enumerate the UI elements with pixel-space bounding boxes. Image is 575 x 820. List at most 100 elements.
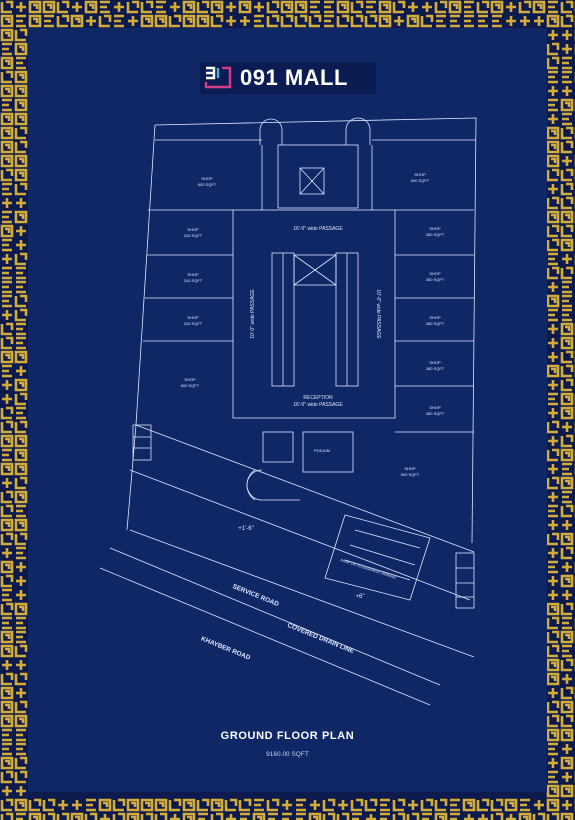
border-pattern-glyph (56, 14, 70, 28)
border-pattern-glyph (14, 476, 28, 490)
border-pattern-glyph (42, 798, 56, 812)
border-pattern-glyph (14, 392, 28, 406)
border-pattern-glyph (14, 700, 28, 714)
border-pattern-glyph (350, 0, 364, 14)
border-pattern-glyph (546, 196, 560, 210)
border-pattern-glyph (2, 310, 12, 320)
border-pattern-glyph (562, 744, 572, 754)
border-pattern-glyph (506, 16, 516, 26)
border-pattern-glyph (226, 16, 236, 26)
border-pattern-glyph (16, 226, 26, 236)
border-pattern-glyph (114, 2, 124, 12)
border-pattern-glyph (478, 814, 488, 820)
border-pattern-glyph (548, 492, 558, 502)
shop-label: SHOP (429, 360, 441, 365)
border-pattern-glyph (0, 112, 14, 126)
border-pattern-glyph (560, 0, 574, 14)
border-pattern-glyph (16, 660, 26, 670)
border-pattern-glyph (16, 812, 26, 820)
border-pattern-glyph (408, 800, 418, 810)
border-pattern-glyph (436, 14, 446, 28)
border-pattern-glyph (560, 658, 574, 672)
border-pattern-glyph (0, 0, 14, 14)
border-pattern-glyph (546, 658, 560, 672)
border-pattern-glyph (2, 660, 12, 670)
border-pattern-glyph (2, 42, 12, 56)
border-pattern-glyph (546, 56, 560, 70)
border-pattern-glyph (2, 210, 12, 224)
shop-label: SHOP (429, 315, 441, 320)
border-pattern-glyph (548, 352, 558, 362)
border-pattern-glyph (2, 182, 12, 196)
border-pattern-glyph (16, 562, 26, 572)
border-pattern-glyph (0, 770, 14, 784)
border-pattern-glyph (210, 812, 224, 820)
border-pattern-glyph (532, 812, 546, 820)
shop-label: SHOP (404, 466, 416, 471)
shop-label: SHOP (201, 176, 213, 181)
border-pattern-glyph (0, 630, 14, 644)
border-pattern-glyph (0, 686, 14, 700)
border-pattern-glyph (546, 294, 560, 308)
border-pattern-glyph (14, 490, 28, 504)
border-pattern-glyph (0, 140, 14, 154)
border-pattern-glyph (450, 812, 460, 820)
border-pattern-glyph (546, 630, 560, 644)
border-pattern-glyph (2, 364, 12, 378)
border-pattern-glyph (490, 0, 504, 14)
border-pattern-glyph (2, 448, 12, 462)
border-pattern-glyph (14, 42, 28, 56)
passage-bottom-label: 16'-0" wide PASSAGE (293, 402, 343, 408)
border-pattern-glyph (140, 798, 154, 812)
border-pattern-glyph (16, 728, 26, 742)
shop-area: 600 SQFT (198, 182, 217, 187)
border-pattern-glyph (562, 112, 572, 126)
border-pattern-glyph (14, 462, 28, 476)
border-pattern-glyph (548, 282, 558, 292)
border-pattern-glyph (338, 800, 348, 810)
border-pattern-glyph (280, 14, 294, 28)
border-pattern-glyph (562, 800, 572, 810)
border-pattern-glyph (562, 70, 572, 84)
border-pattern-glyph (420, 798, 434, 812)
border-pattern-glyph (14, 672, 28, 686)
border-pattern-glyph (14, 140, 28, 154)
border-pattern-glyph (226, 814, 236, 820)
border-pattern-glyph (562, 308, 572, 322)
border-pattern-glyph (406, 812, 420, 820)
border-pattern-glyph (560, 630, 574, 644)
border-pattern-glyph (464, 14, 474, 28)
border-pattern-glyph (546, 532, 560, 546)
border-pattern-glyph (350, 14, 364, 28)
passage-left-label: 10'-0" wide PASSAGE (250, 289, 256, 339)
border-pattern-glyph (546, 140, 560, 154)
border-pattern-glyph (254, 14, 264, 28)
border-pattern-glyph (2, 254, 12, 264)
border-pattern-glyph (548, 520, 558, 530)
border-pattern-glyph (14, 210, 28, 224)
border-pattern-glyph (336, 812, 350, 820)
border-pattern-glyph (548, 436, 558, 446)
border-pattern-glyph (28, 0, 42, 14)
border-pattern-glyph (562, 254, 572, 264)
border-pattern-glyph (546, 784, 560, 798)
border-pattern-glyph (0, 406, 14, 420)
border-pattern-glyph (546, 210, 560, 224)
border-pattern-glyph (70, 14, 84, 28)
border-pattern-glyph (560, 714, 574, 728)
shop-area: 310 SQFT (184, 278, 203, 283)
border-pattern-glyph (548, 560, 558, 574)
border-pattern-glyph (44, 14, 54, 28)
border-pattern-glyph (154, 798, 168, 812)
passage-top-label: 16'-0" wide PASSAGE (293, 226, 343, 232)
border-pattern-glyph (548, 464, 558, 474)
service-road-label: SERVICE ROAD (231, 583, 280, 608)
border-pattern-glyph (14, 448, 28, 462)
border-pattern-glyph (0, 336, 14, 350)
border-pattern-glyph (280, 0, 294, 14)
border-pattern-glyph (0, 700, 14, 714)
border-pattern-glyph (546, 14, 560, 28)
border-pattern-glyph (254, 798, 264, 812)
